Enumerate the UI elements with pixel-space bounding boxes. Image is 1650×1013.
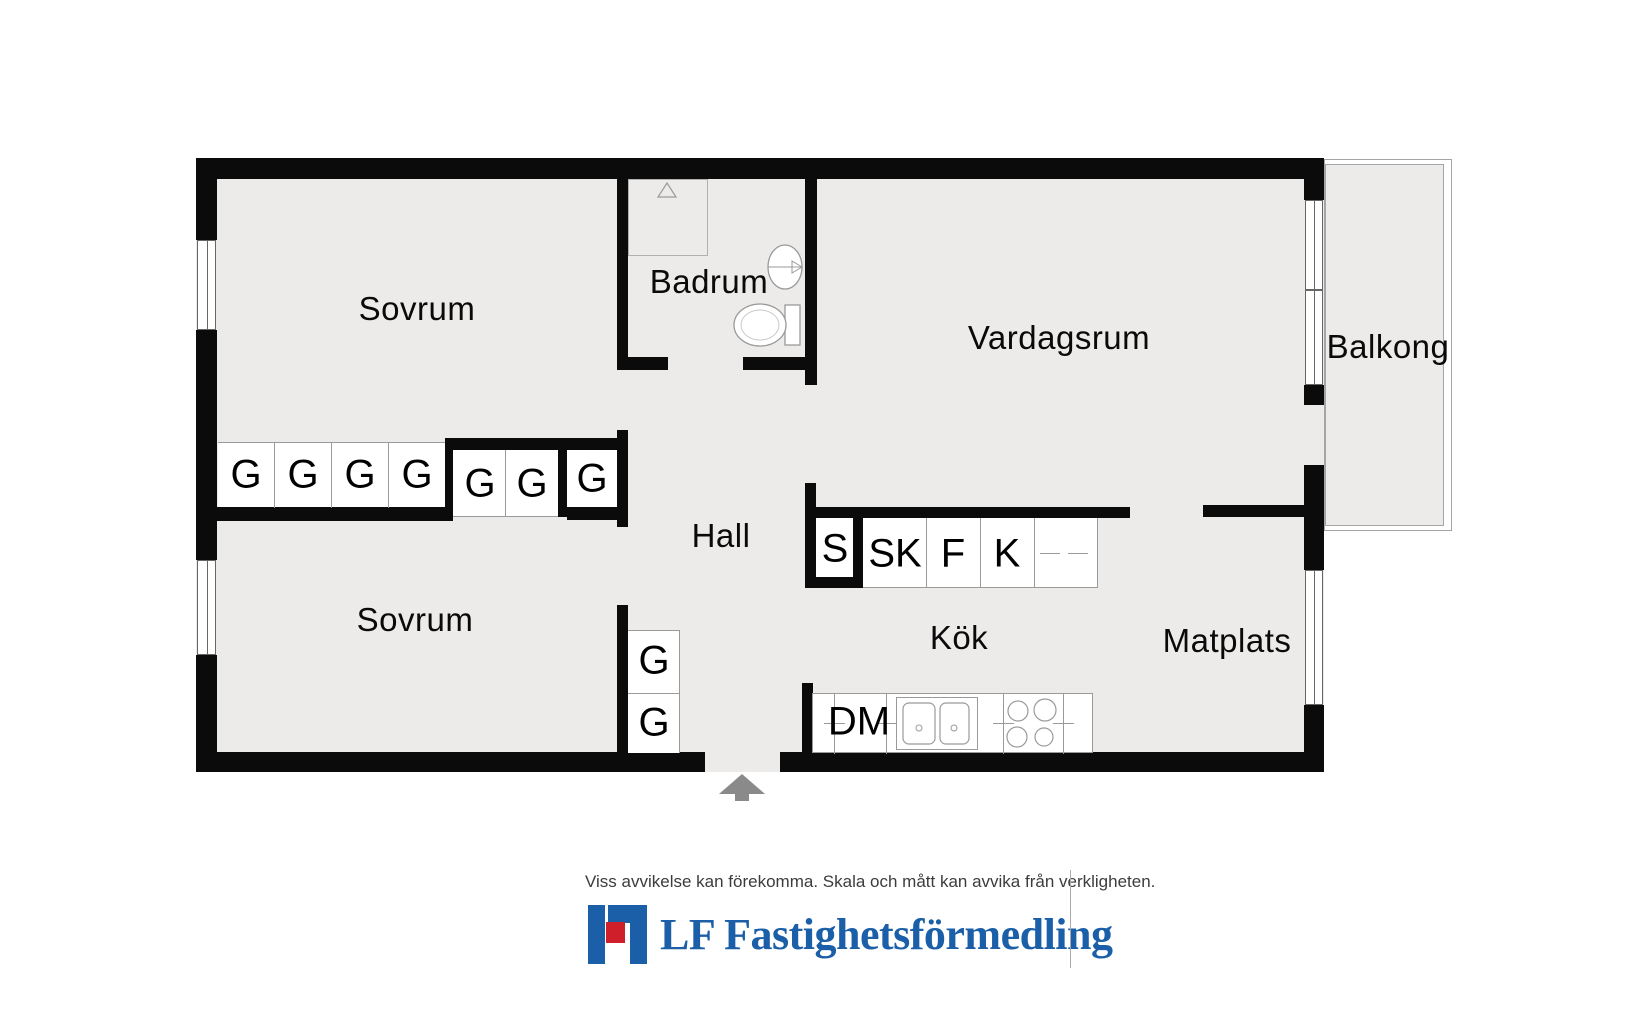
- wall-bedrooms-divider: [196, 507, 453, 521]
- wardrobe-label: G: [401, 452, 433, 497]
- wall-cabinet-divider: [853, 518, 863, 588]
- dishwasher-label: DM: [827, 699, 891, 744]
- wall-hall-left-lower: [617, 605, 628, 753]
- balcony-outline: [1324, 159, 1452, 531]
- window-dining: [1305, 570, 1323, 705]
- wardrobe-divider: [331, 443, 332, 508]
- freezer-label: K: [993, 531, 1021, 576]
- wall-outer-left-1: [196, 158, 217, 240]
- bathroom-sink-icon: [767, 244, 803, 290]
- counter-dash: [1068, 553, 1088, 554]
- window-left-lower: [197, 560, 216, 655]
- window-livingroom-upper: [1305, 200, 1323, 290]
- wall-hall-bedroom-divider: [617, 430, 628, 527]
- wall-outer-top: [196, 158, 1324, 179]
- window-left-upper: [197, 240, 216, 330]
- room-label-dining: Matplats: [1162, 622, 1292, 659]
- counter-dash: [993, 723, 1014, 724]
- window-livingroom-lower: [1305, 290, 1323, 385]
- cabinet-label: SK: [868, 531, 922, 576]
- wardrobe-row-hall: [628, 630, 680, 753]
- wall-closet-divider-2: [558, 450, 567, 517]
- wall-dining-divider: [1203, 505, 1305, 517]
- counter-dash: [876, 723, 897, 724]
- balcony-floor: [1325, 164, 1444, 526]
- counter-divider: [886, 694, 887, 754]
- shower-drain-icon: [656, 181, 678, 198]
- wardrobe-divider: [388, 443, 389, 508]
- wardrobe-label: G: [464, 461, 496, 506]
- entrance-arrow-icon: [719, 774, 765, 794]
- shower: [628, 179, 708, 256]
- wall-bathroom-left: [617, 179, 628, 370]
- room-label-bathroom: Badrum: [649, 263, 769, 300]
- wall-bathroom-bottom-right: [743, 357, 817, 370]
- wall-closet-top: [445, 438, 628, 450]
- counter-dash: [1040, 553, 1060, 554]
- brand-logo-text: LF Fastighetsförmedling: [660, 910, 1113, 959]
- wardrobe-label: G: [287, 452, 319, 497]
- wall-counter-stub: [802, 683, 813, 753]
- wardrobe-label: G: [230, 452, 262, 497]
- wardrobe-label: G: [638, 638, 670, 683]
- wall-outer-left-3: [196, 655, 217, 772]
- wall-closet-divider-1: [445, 438, 453, 521]
- room-label-bedroom-bottom: Sovrum: [356, 601, 474, 638]
- wardrobe-divider: [505, 450, 506, 517]
- counter-divider: [1003, 694, 1004, 754]
- cleaning-closet-cell: [816, 518, 853, 577]
- room-label-living-room: Vardagsrum: [967, 319, 1151, 356]
- counter-dash: [1053, 723, 1074, 724]
- logo-bar-left: [588, 905, 605, 964]
- cabinet-divider: [926, 518, 927, 588]
- wall-outer-right-4: [1304, 705, 1324, 772]
- wall-outer-right-2: [1304, 385, 1324, 405]
- wall-outer-right-3: [1304, 465, 1324, 570]
- footer-divider: [1070, 870, 1071, 968]
- cabinet-divider: [980, 518, 981, 588]
- wardrobe-divider: [274, 443, 275, 508]
- wall-bathroom-right: [805, 179, 817, 385]
- room-label-hall: Hall: [691, 517, 751, 554]
- wall-kitchen-top: [805, 507, 1130, 518]
- wall-kitchen-foot: [805, 577, 862, 588]
- room-label-bedroom-top: Sovrum: [358, 290, 476, 327]
- wardrobe-label: G: [516, 461, 548, 506]
- wardrobe-single: [567, 450, 617, 507]
- counter-divider: [1063, 694, 1064, 754]
- wall-kitchen-left: [805, 483, 816, 588]
- disclaimer-text: Viss avvikelse kan förekomma. Skala och …: [585, 872, 1156, 891]
- room-label-kitchen: Kök: [929, 619, 989, 656]
- wall-closet-bottom: [567, 507, 628, 520]
- wall-bathroom-bottom-left: [617, 357, 668, 370]
- wardrobe-label: G: [576, 456, 608, 501]
- toilet-icon: [733, 303, 801, 347]
- kitchen-sink-icon: [896, 697, 978, 750]
- wardrobe-row-bedroom1: [218, 442, 445, 508]
- counter-dash: [824, 723, 845, 724]
- stove-icon: [1006, 698, 1057, 748]
- entrance-arrow-stem: [735, 793, 749, 801]
- wardrobe-label: G: [344, 452, 376, 497]
- cleaning-closet-label: S: [821, 526, 849, 571]
- logo-red-square: [606, 922, 625, 943]
- wall-outer-left-2: [196, 330, 217, 560]
- kitchen-cabinet-row: [863, 518, 1098, 588]
- room-label-balcony: Balkong: [1326, 328, 1450, 365]
- wall-outer-bottom-left: [196, 752, 705, 772]
- fridge-label: F: [940, 531, 966, 576]
- logo-bar-right: [630, 905, 647, 964]
- cabinet-divider: [1034, 518, 1035, 588]
- wardrobe-divider: [628, 693, 680, 694]
- wardrobe-label: G: [638, 700, 670, 745]
- counter-divider: [834, 694, 835, 754]
- wardrobe-row-middle: [453, 450, 558, 517]
- wall-outer-right-1: [1304, 158, 1324, 200]
- wall-outer-bottom-right: [780, 752, 1324, 772]
